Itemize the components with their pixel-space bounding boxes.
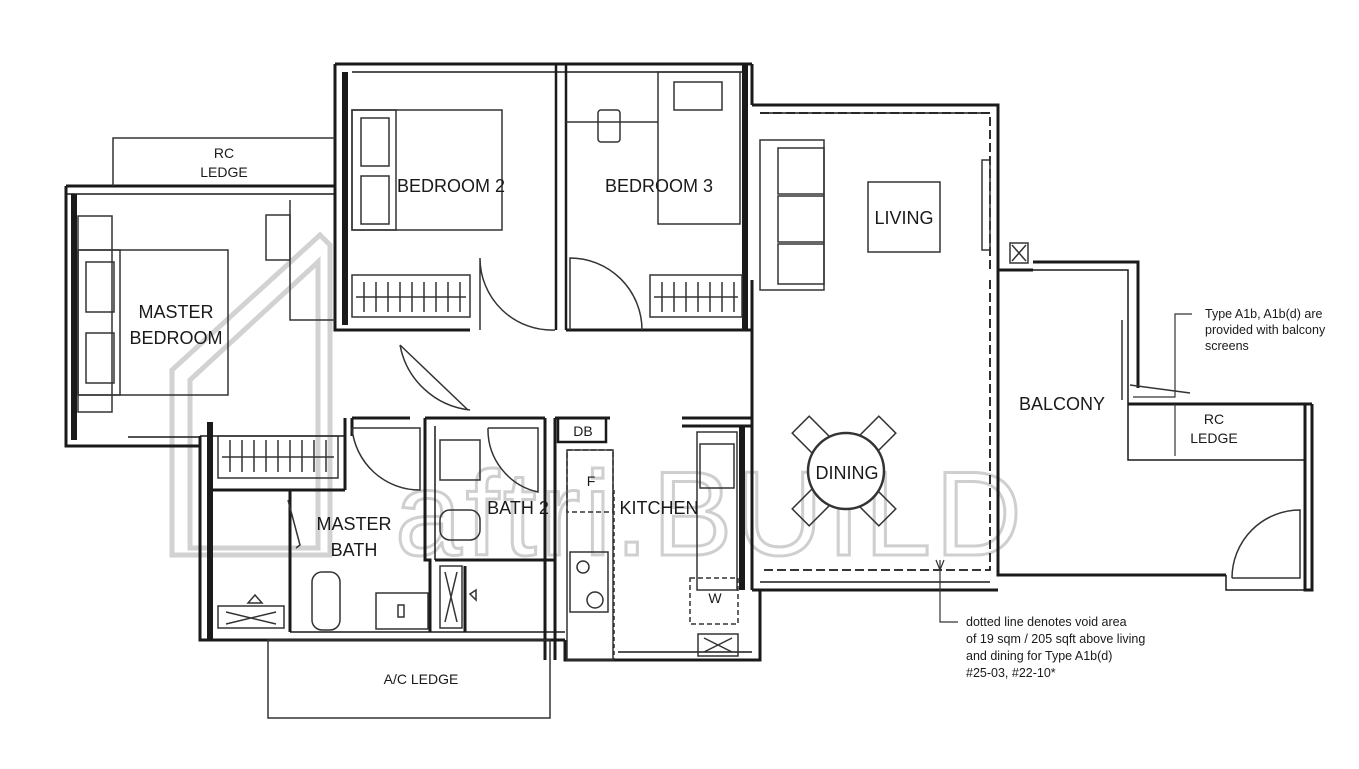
void-area-dotted-line	[760, 112, 991, 571]
living-label: LIVING	[874, 208, 933, 228]
bedroom-3-label: BEDROOM 3	[605, 176, 713, 196]
ac-ledge-outline	[267, 639, 551, 719]
balcony-label: BALCONY	[1019, 394, 1105, 414]
balcony-screens-note-2: provided with balcony	[1205, 323, 1326, 337]
void-area-note-4: #25-03, #22-10*	[966, 666, 1056, 680]
fridge-label: F	[587, 473, 596, 489]
bath-2-label: BATH 2	[487, 498, 549, 518]
rc-ledge-top-label-2: LEDGE	[200, 164, 247, 180]
watermark: aftri.BUILD	[169, 231, 1023, 583]
ac-ledge-label: A/C LEDGE	[384, 671, 459, 687]
dining-label: DINING	[816, 463, 879, 483]
void-area-note-2: of 19 sqm / 205 sqft above living	[966, 632, 1145, 646]
master-bath-label-1: MASTER	[316, 514, 391, 534]
doors	[351, 257, 1301, 579]
rc-ledge-top-outline	[112, 137, 335, 186]
kitchen-window	[556, 416, 608, 444]
rc-ledge-balcony-label-1: RC	[1204, 411, 1224, 427]
washer-label: W	[708, 590, 722, 606]
void-area-note-1: dotted line denotes void area	[966, 615, 1127, 629]
kitchen-label: KITCHEN	[619, 498, 698, 518]
leader-lines	[935, 313, 1192, 623]
furniture	[77, 71, 1191, 661]
balcony-screens-note-3: screens	[1205, 339, 1249, 353]
master-bedroom-label-2: BEDROOM	[129, 328, 222, 348]
house-outline-icon	[169, 231, 333, 558]
master-bath-label-2: BATH	[331, 540, 378, 560]
void-area-note-3: and dining for Type A1b(d)	[966, 649, 1112, 663]
db-label: DB	[573, 423, 592, 439]
master-bedroom-label-1: MASTER	[138, 302, 213, 322]
rc-ledge-balcony-label-2: LEDGE	[1190, 430, 1237, 446]
bedroom-2-label: BEDROOM 2	[397, 176, 505, 196]
rc-ledge-top-label-1: RC	[214, 145, 234, 161]
balcony-screens-note-1: Type A1b, A1b(d) are	[1205, 307, 1322, 321]
walls	[64, 62, 1314, 662]
